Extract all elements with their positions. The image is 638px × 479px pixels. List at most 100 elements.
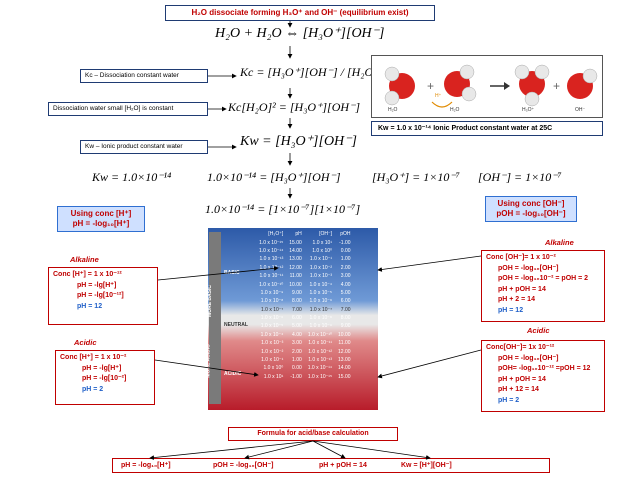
tag-neutral: NEUTRAL: [224, 322, 248, 328]
acidic-right-box: Conc[OH⁻]= 1x 10⁻¹² pOH = -log₁₀[OH⁻] pO…: [481, 340, 605, 412]
acidic-left-heading: Acidic: [74, 338, 97, 347]
ph-table-cell: 1.0 x 10⁻⁴: [309, 281, 333, 288]
formula-poh: pOH = -log₁₀[OH⁻]: [213, 462, 274, 469]
ph-table-cell: 5.00: [340, 289, 351, 296]
alkaline-right-line: Conc [OH⁻]= 1 x 10⁻²: [486, 254, 556, 261]
right-conc-line2: pOH = -log₁₀[OH⁻]: [496, 209, 566, 218]
ph-table-cell: 9.00: [292, 289, 302, 296]
ph-table-cell: 1.0 x 10⁻¹⁵: [259, 239, 284, 246]
ph-table-cell: 1.0 x 10⁰: [263, 365, 284, 372]
ph-table-cell: 9.00: [340, 323, 351, 330]
equation-product: 1.0×10⁻¹⁴ = [1×10⁻⁷][1×10⁻⁷]: [205, 202, 361, 216]
flow-arrows: [149, 21, 482, 460]
h2o-molecule-left: [384, 66, 415, 106]
ph-table-cell: 1.00: [292, 357, 302, 364]
ph-table-cell: 1.0 x 10⁰: [312, 247, 333, 254]
ph-table-cell: 1.0 x 10⁻⁹: [309, 323, 333, 330]
ph-table-cell: 1.0 x 10⁻⁷: [309, 306, 333, 313]
ph-table-cell: 3.00: [292, 340, 302, 347]
ph-table-cell: 13.00: [289, 256, 302, 263]
ph-table-cell: -1.00: [290, 373, 302, 380]
acidic-left-box: Conc [H⁺] = 1 x 10⁻² pH = -lg[H⁺] pH = -…: [55, 350, 155, 405]
formula-sum: pH + pOH = 14: [319, 462, 367, 469]
ph-table-cell: 1.0 x 10⁻⁸: [260, 298, 284, 305]
caption-h2o-2: H₂O: [450, 107, 460, 113]
alkaline-left-box: Conc [H⁺] = 1 x 10⁻¹² pH = -lg[H⁺] pH = …: [48, 267, 158, 325]
ph-table-cell: 1.0 x 10⁻¹⁴: [259, 247, 284, 254]
ph-table-cell: 8.00: [292, 298, 302, 305]
acidic-left-result: pH = 2: [82, 385, 104, 393]
ph-table-cell: 1.0 x 10¹: [263, 373, 284, 380]
formula-kw: Kw = [H⁺][OH⁻]: [401, 462, 452, 469]
ph-table-cell: 7.00: [340, 306, 351, 313]
ph-table-cell: 1.0 x 10⁻⁷: [261, 306, 284, 313]
ph-table-cell: 6.00: [292, 315, 302, 322]
ph-table-cell: 1.0 x 10⁻²: [309, 264, 333, 271]
equation-kw: Kw = [H₃O⁺][OH⁻]: [240, 134, 358, 149]
ph-table-cell: -1.00: [339, 239, 351, 246]
equation-oh-value: [OH⁻] = 1×10⁻⁷: [478, 170, 562, 184]
ph-table-cell: 1.0 x 10⁻¹⁵: [307, 373, 333, 380]
ph-table-cell: 10.00: [289, 281, 302, 288]
caption-h3o: H₃O⁺: [522, 107, 535, 113]
equation-h3o-value: [H₃O⁺] = 1×10⁻⁷: [372, 170, 460, 184]
kc-label-box: Kc – Dissociation constant water: [80, 69, 208, 83]
ph-table-cell: 0.00: [292, 365, 302, 372]
ph-table-cell: 11.00: [289, 273, 302, 280]
ph-table-cell: 13.00: [338, 357, 351, 364]
right-conc-line1: Using conc [OH⁻]: [497, 199, 565, 208]
water-molecules-illustration: + +: [384, 64, 598, 108]
h2o-molecule-right: [444, 64, 477, 102]
equation-dissociation: H₂O + H₂O ⇔ [H₃O⁺][OH⁻]: [215, 26, 385, 41]
acidic-right-result: pH = 2: [498, 396, 520, 404]
ph-table-cell: 4.00: [340, 281, 351, 288]
dissociation-label-box: Dissociation water small [H₂O] is consta…: [48, 102, 208, 116]
alkaline-left-heading: Alkaline: [70, 255, 99, 264]
h3o-molecule: [514, 64, 550, 107]
ph-table-cell: 12.00: [289, 264, 302, 271]
left-conc-line2: pH = -log₁₀[H⁺]: [72, 219, 130, 228]
svg-text:+: +: [427, 79, 434, 93]
ph-table-cell: 2.00: [340, 264, 351, 271]
alkaline-right-result: pH = 12: [498, 306, 524, 314]
formula-bar: pH = -log₁₀[H⁺] pOH = -log₁₀[OH⁻] pH + p…: [112, 458, 550, 473]
ph-table-cell: 8.00: [340, 315, 351, 322]
ph-table-cell: 7.00: [292, 306, 302, 313]
ph-table-cell: 1.0 x 10⁻¹²: [259, 264, 284, 271]
ph-table-cell: 1.0 x 10¹: [312, 239, 333, 246]
alkaline-right-heading: Alkaline: [545, 238, 574, 247]
header-oh: [OH⁻]: [319, 231, 333, 238]
ph-scale-table-panel: MORE BASIC MORE ACIDIC BASIC NEUTRAL ACI…: [206, 228, 378, 410]
ph-table-cell: 1.00: [340, 256, 351, 263]
alkaline-right-line: pH + 2 = 14: [498, 296, 535, 303]
alkaline-left-line: Conc [H⁺] = 1 x 10⁻¹²: [53, 271, 122, 278]
ph-table-cell: 1.0 x 10⁻⁵: [309, 289, 333, 296]
alkaline-right-line: pOH = -log₁₀10⁻² = pOH = 2: [498, 275, 589, 282]
formula-ph: pH = -log₁₀[H⁺]: [121, 462, 171, 469]
ph-table-cell: 1.0 x 10⁻²: [261, 348, 284, 355]
page-title: H₂O dissociate forming H₃O⁺ and OH⁻ (equ…: [165, 5, 435, 21]
equation-kc: Kc = [H₃O⁺][OH⁻] / [H₂O]²: [240, 65, 382, 79]
kw-note-box: Kw = 1.0 x 10⁻¹⁴ Ionic Product constant …: [371, 121, 603, 136]
acidic-right-heading: Acidic: [527, 326, 550, 335]
ph-table-cell: 12.00: [338, 348, 351, 355]
acidic-right-line: pOH= -log₁₀10⁻¹² =pOH = 12: [498, 365, 591, 372]
ph-table-cell: 2.00: [292, 348, 302, 355]
ph-table-cell: 1.0 x 10⁻¹: [261, 357, 284, 364]
ph-table-cell: 3.00: [340, 273, 351, 280]
ph-table-cell: 1.0 x 10⁻³: [309, 273, 333, 280]
header-poh: pOH: [340, 231, 351, 238]
left-conc-line1: Using conc [H⁺]: [70, 209, 132, 218]
